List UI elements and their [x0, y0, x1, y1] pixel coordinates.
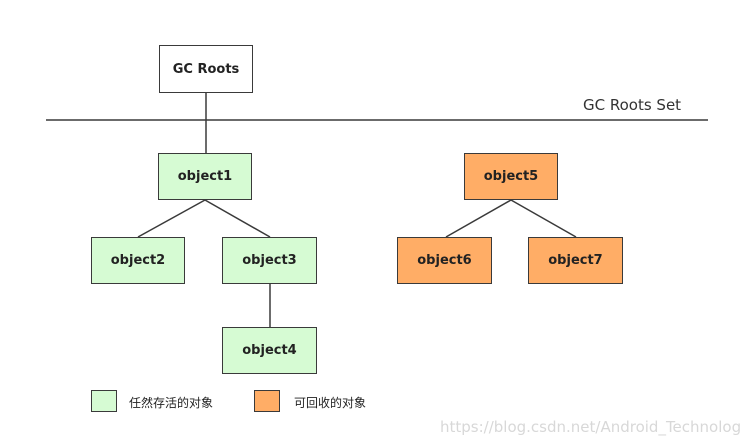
object7-node: object7	[528, 237, 623, 284]
edge-object1-object3	[204, 199, 271, 238]
object5-node: object5	[464, 153, 558, 200]
object1-label: object1	[177, 169, 233, 184]
gc-roots-label: GC Roots	[172, 61, 240, 77]
object2-label: object2	[110, 253, 166, 268]
object5-label: object5	[483, 169, 539, 184]
edge-object1-object2	[137, 199, 206, 238]
object6-label: object6	[417, 253, 472, 268]
object4-label: object4	[242, 343, 297, 358]
object4-node: object4	[222, 327, 317, 374]
watermark: https://blog.csdn.net/Android_Technology	[440, 418, 740, 436]
gc-roots-set-label: GC Roots Set	[583, 96, 682, 114]
object3-label: object3	[242, 253, 297, 268]
legend-dead-swatch	[254, 390, 280, 412]
object7-label: object7	[548, 253, 603, 268]
legend-alive-label: 任然存活的对象	[129, 396, 214, 410]
legend-alive-swatch	[91, 390, 117, 412]
edge-object5-object6	[445, 199, 512, 238]
edge-object5-object7	[510, 199, 577, 238]
object1-node: object1	[158, 153, 252, 200]
legend-dead-label: 可回收的对象	[294, 396, 367, 410]
object6-node: object6	[397, 237, 492, 284]
object2-node: object2	[91, 237, 185, 284]
object3-node: object3	[222, 237, 317, 284]
gc-roots-node: GC Roots	[159, 45, 253, 93]
